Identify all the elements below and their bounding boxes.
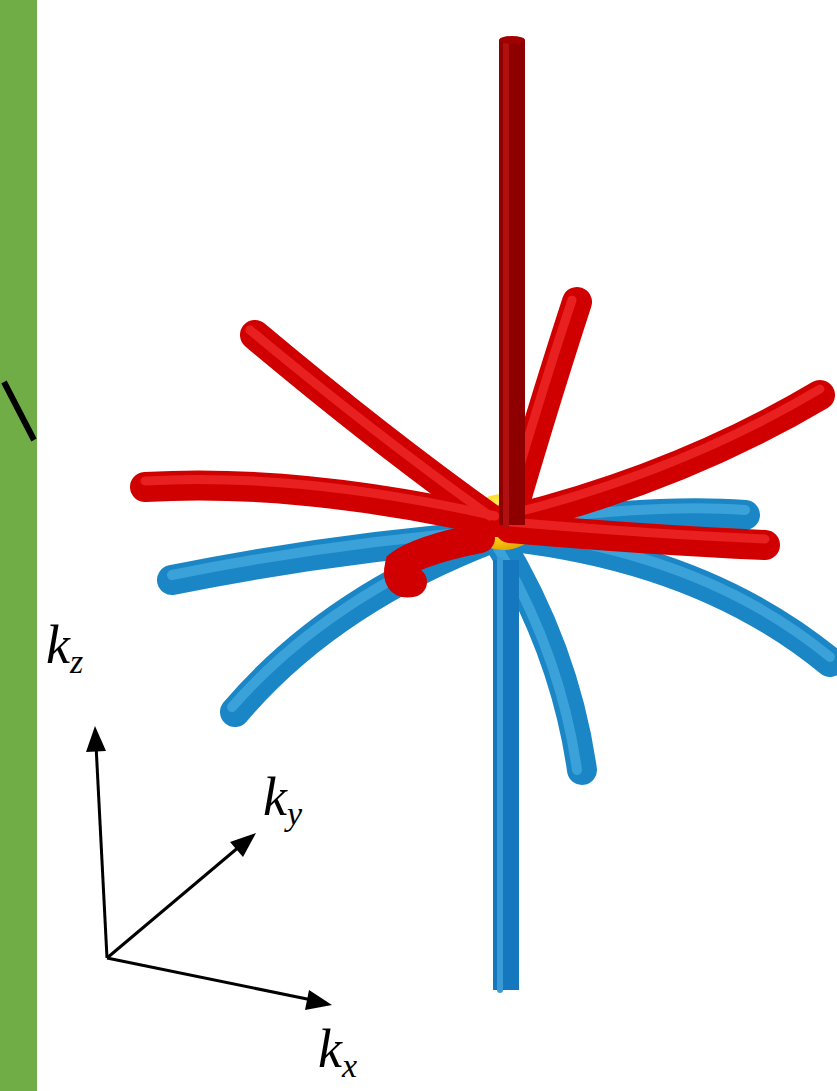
red-tubes xyxy=(145,36,820,582)
axis-label: ky xyxy=(263,770,302,831)
edge-line xyxy=(4,382,34,440)
blue-tubes xyxy=(172,508,830,990)
axis-label: kx xyxy=(318,1022,357,1083)
axis-arrows xyxy=(86,726,332,1010)
axis-label: kz xyxy=(46,618,83,679)
side-bar xyxy=(0,0,37,1091)
